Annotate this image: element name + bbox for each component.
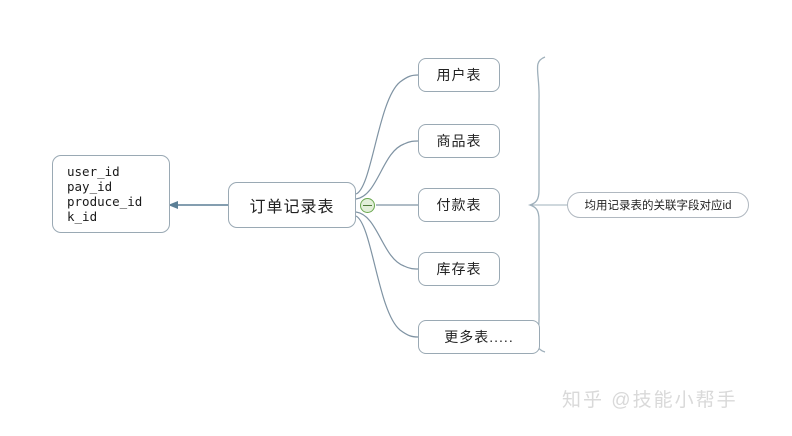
leaf-node-label: 更多表.....	[444, 329, 514, 345]
leaf-node-user-table[interactable]: 用户表	[418, 58, 500, 92]
leaf-node-more-tables[interactable]: 更多表.....	[418, 320, 540, 354]
leaf-node-label: 库存表	[436, 261, 482, 277]
fields-node[interactable]: user_id pay_id produce_id k_id	[52, 155, 170, 233]
branch-line-product	[355, 140, 419, 200]
leaf-node-label: 用户表	[436, 67, 482, 83]
annotation-note[interactable]: 均用记录表的关联字段对应id	[567, 192, 749, 218]
grouping-brace	[527, 56, 546, 353]
leaf-node-inventory-table[interactable]: 库存表	[418, 252, 500, 286]
leaf-node-label: 商品表	[436, 133, 482, 149]
collapse-toggle-icon[interactable]	[360, 198, 375, 213]
branch-line-more	[355, 215, 419, 338]
branch-line-inventory	[355, 211, 419, 270]
center-node-label: 订单记录表	[249, 199, 335, 216]
center-node[interactable]: 订单记录表	[228, 182, 356, 228]
watermark: 知乎 @技能小帮手	[562, 390, 738, 411]
arrow-to-fields	[168, 201, 228, 209]
fields-node-label: user_id pay_id produce_id k_id	[67, 164, 143, 224]
leaf-node-payment-table[interactable]: 付款表	[418, 188, 500, 222]
branch-line-user	[355, 74, 419, 195]
leaf-node-label: 付款表	[436, 197, 482, 213]
annotation-label: 均用记录表的关联字段对应id	[584, 200, 732, 212]
leaf-node-product-table[interactable]: 商品表	[418, 124, 500, 158]
